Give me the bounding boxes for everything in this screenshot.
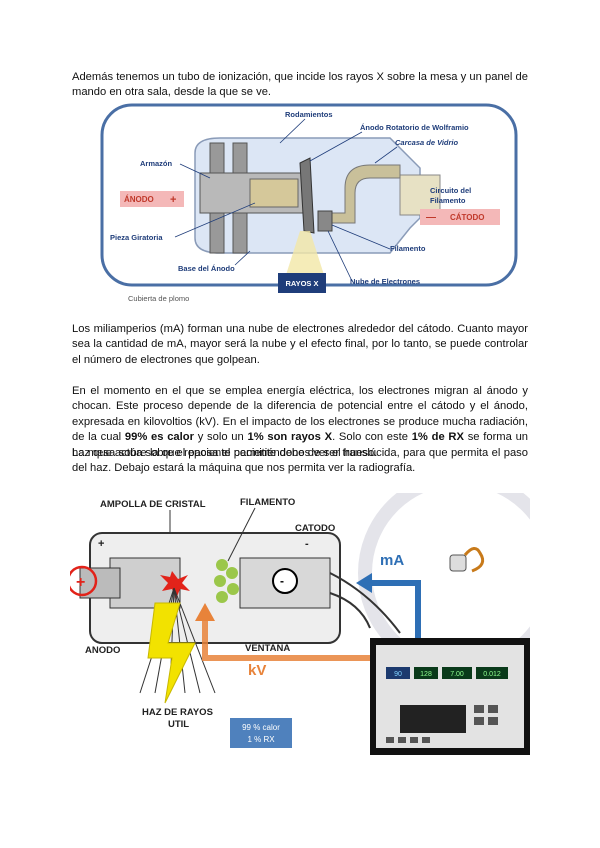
label-anodo: ÁNODO (124, 195, 154, 204)
label-carcasa: Carcasa de Vidrio (395, 138, 459, 147)
display-3-value: 7.00 (450, 671, 464, 678)
control-panel-screen (400, 705, 466, 733)
display-1-value: 90 (394, 671, 402, 678)
rotating-piece (249, 178, 299, 208)
rotating-anode-disc (299, 157, 315, 234)
label-haz-2: UTIL (168, 719, 189, 730)
label-pieza-giratoria: Pieza Giratoria (110, 233, 163, 242)
label-base-anodo: Base del Ánodo (178, 264, 235, 273)
cable-1 (329, 572, 401, 634)
label-circuito-2: Filamento (430, 196, 466, 205)
display-1 (386, 667, 410, 679)
label-catodo2: CATODO (295, 523, 335, 534)
kv-paragraph: En el momento en el que se emplea energí… (72, 385, 529, 459)
intro-paragraph: Además tenemos un tubo de ionización, qu… (72, 71, 528, 99)
ma-paragraph: Los miliamperios (mA) forman una nube de… (72, 323, 528, 366)
anodo-box (120, 191, 184, 207)
label-circuito-1: Circuito del (430, 186, 471, 195)
anode-plus: + (76, 574, 85, 591)
xray-tube-diagram: RAYOS X Rodamientos Ánodo Rotatorio de W… (100, 103, 518, 303)
label-ma: mA (380, 552, 404, 569)
xray-tube-schematic: + - AMPOLLA DE CRISTAL FILAMENTO CATODO … (70, 493, 530, 755)
note-calor: 99 % calor (242, 723, 280, 732)
percentage-note-box (230, 718, 292, 748)
cathode-negative-icon (272, 568, 298, 594)
rayos-x-box (278, 273, 326, 293)
plug-icon (449, 554, 467, 572)
kv-arrow (202, 618, 375, 661)
impact-burst (160, 571, 190, 599)
label-haz-1: HAZ DE RAYOS (142, 707, 213, 718)
rayos-x-label: RAYOS X (285, 279, 318, 288)
tube-plus: + (98, 538, 104, 550)
table-paragraph: La mesa sobre la que reposa el paciente … (72, 447, 528, 475)
ma-arrow (370, 580, 421, 643)
cathode-minus-circle: - (280, 574, 284, 588)
electron-2 (226, 567, 238, 579)
label-cubierta: Cubierta de plomo (128, 294, 189, 303)
cathode-cup (317, 210, 333, 232)
label-armazon: Armazón (140, 159, 173, 168)
electron-1 (216, 559, 228, 571)
label-nube: Nube de Electrones (350, 277, 420, 286)
catodo-minus-sign: — (426, 212, 436, 223)
anodo-plus-sign: + (170, 194, 176, 206)
cable-2 (329, 592, 371, 629)
display-2-value: 128 (420, 671, 432, 678)
control-buttons (386, 705, 498, 743)
display-2 (414, 667, 438, 679)
label-anodo2: ANODO (85, 645, 120, 656)
plug-cable (463, 547, 485, 573)
label-filamento: Filamento (390, 244, 426, 253)
label-filamento2: FILAMENTO (240, 497, 295, 508)
label-kv: kV (248, 662, 266, 679)
electron-3 (214, 575, 226, 587)
label-anodo-rotatorio: Ánodo Rotatorio de Wolframio (360, 123, 469, 132)
electron-4 (227, 583, 239, 595)
lightning-bolt-icon (147, 602, 196, 704)
label-catodo: CÁTODO (450, 213, 485, 222)
label-rodamientos: Rodamientos (285, 110, 333, 119)
display-4-value: 0.012 (483, 671, 501, 678)
anode-positive-icon (70, 565, 98, 597)
display-4 (476, 667, 508, 679)
xray-beam (285, 231, 325, 278)
label-ventana: VENTANA (245, 643, 290, 654)
catodo-box (420, 209, 500, 225)
electron-5 (216, 591, 228, 603)
display-3 (442, 667, 472, 679)
label-ampolla: AMPOLLA DE CRISTAL (100, 499, 206, 510)
note-rx: 1 % RX (247, 735, 275, 744)
tube-minus: - (305, 538, 309, 550)
